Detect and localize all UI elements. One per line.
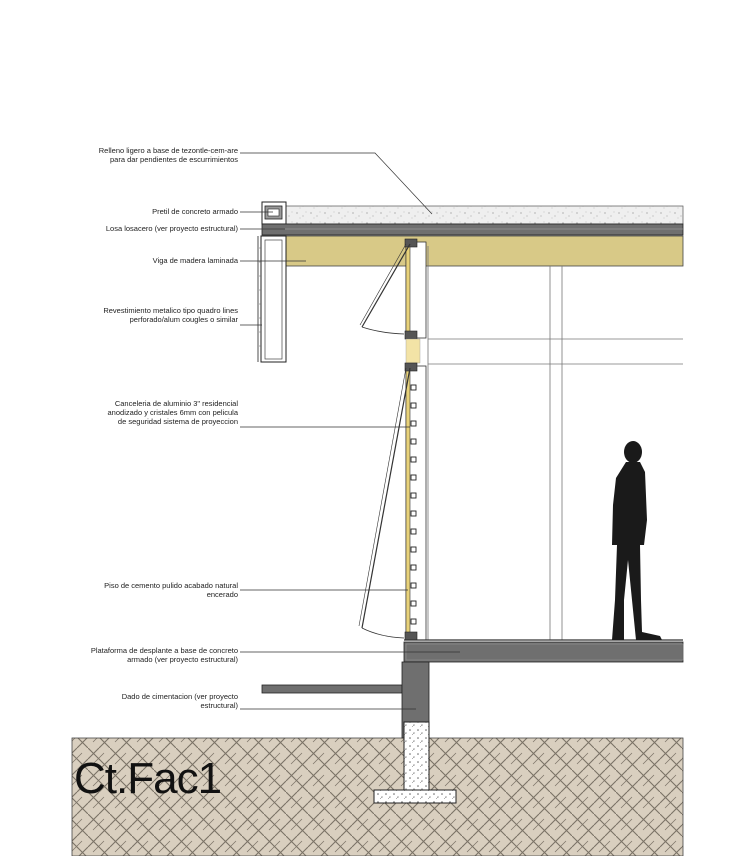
label-piso-line2: encerado bbox=[206, 590, 238, 599]
steel-deck-slab bbox=[261, 223, 684, 236]
upper-window bbox=[359, 238, 427, 340]
label-relleno-line2: para dar pendientes de escurrimientos bbox=[110, 155, 238, 164]
interior-frame bbox=[427, 246, 683, 640]
label-viga: Viga de madera laminada bbox=[153, 256, 238, 265]
footing bbox=[373, 721, 457, 804]
label-pretil-line1: Pretil de concreto armado bbox=[152, 207, 238, 216]
label-relleno: Relleno ligero a base de tezontle-cem-ar… bbox=[99, 146, 238, 164]
laminated-wood-beam bbox=[285, 235, 684, 267]
detail-title: Ct.Fac1 bbox=[74, 754, 222, 803]
label-revestimiento-line1: Revestimiento metalico tipo quadro lines bbox=[103, 306, 238, 315]
lower-window bbox=[358, 362, 427, 641]
transom-band bbox=[405, 338, 421, 364]
label-relleno-line1: Relleno ligero a base de tezontle-cem-ar… bbox=[98, 146, 238, 155]
roof-fill bbox=[285, 205, 684, 225]
label-plataforma: Plataforma de desplante a base de concre… bbox=[91, 646, 238, 664]
label-dado-line1: Dado de cimentacion (ver proyecto bbox=[121, 692, 238, 701]
label-plataforma-line2: armado (ver proyecto estructural) bbox=[127, 655, 238, 664]
label-canceleria: Canceleria de aluminio 3" residencial an… bbox=[108, 399, 238, 426]
leader-lines bbox=[240, 152, 460, 710]
label-canceleria-line3: de seguridad sistema de proyeccion bbox=[117, 417, 238, 426]
label-plataforma-line1: Plataforma de desplante a base de concre… bbox=[90, 646, 238, 655]
label-piso: Piso de cemento pulido acabado natural e… bbox=[104, 581, 238, 599]
label-canceleria-line2: anodizado y cristales 6mm con pelicula bbox=[107, 408, 238, 417]
label-losa-line1: Losa losacero (ver proyecto estructural) bbox=[105, 224, 238, 233]
label-dado: Dado de cimentacion (ver proyecto estruc… bbox=[122, 692, 238, 710]
label-piso-line1: Piso de cemento pulido acabado natural bbox=[104, 581, 238, 590]
exterior-ledge bbox=[261, 684, 403, 694]
label-losa: Losa losacero (ver proyecto estructural) bbox=[106, 224, 238, 233]
label-pretil: Pretil de concreto armado bbox=[152, 207, 238, 216]
label-canceleria-line1: Canceleria de aluminio 3" residencial bbox=[114, 399, 238, 408]
label-revestimiento: Revestimiento metalico tipo quadro lines… bbox=[103, 306, 238, 324]
label-dado-line2: estructural) bbox=[200, 701, 238, 710]
label-viga-line1: Viga de madera laminada bbox=[152, 256, 238, 265]
person-silhouette bbox=[612, 441, 662, 640]
label-revestimiento-line2: perforado/alum cougles o similar bbox=[129, 315, 238, 324]
